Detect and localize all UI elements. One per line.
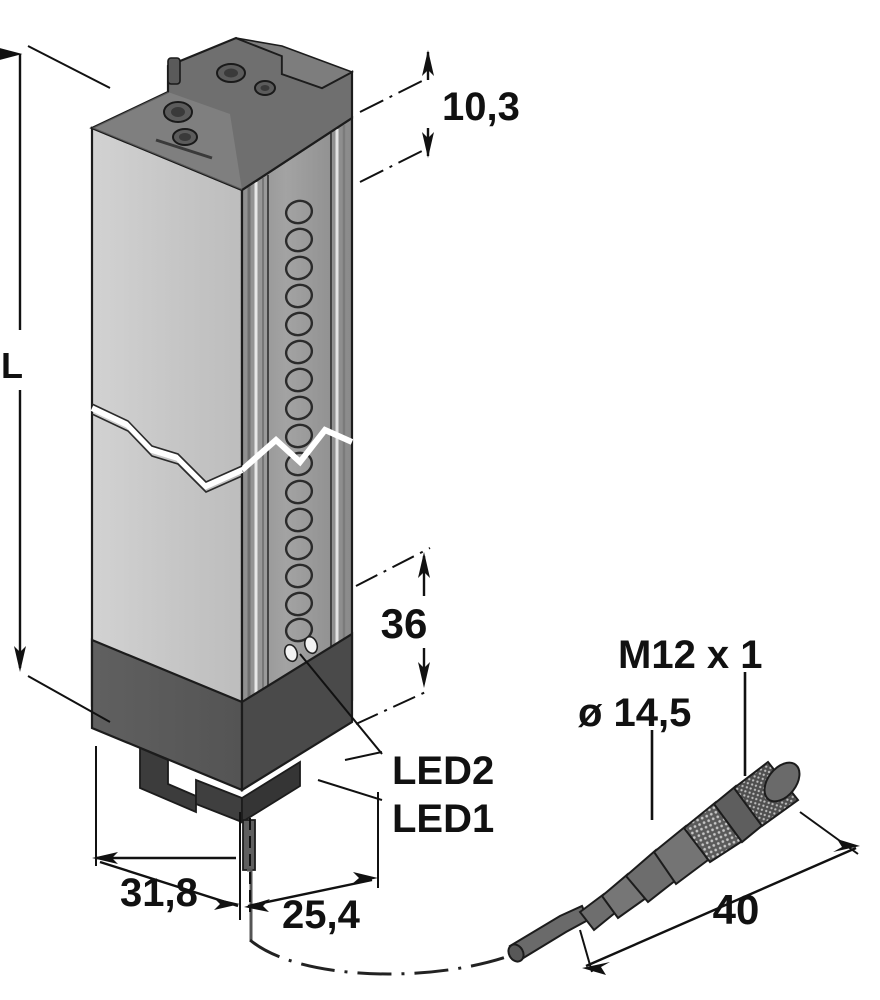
connector-diameter-label: ø 14,5 <box>578 691 691 735</box>
led-indicator-windows <box>283 635 319 663</box>
sensor-top-cap <box>89 36 354 192</box>
led1-window <box>303 635 319 655</box>
dimension-sensing-36 <box>355 547 431 725</box>
m12-connector <box>507 760 801 963</box>
sensor-side-face <box>240 115 354 770</box>
dimension-connector-40 <box>579 811 860 975</box>
break-line-outline <box>91 403 243 493</box>
connector-thread-label: M12 x 1 <box>618 633 763 677</box>
dimension-length-L <box>0 43 111 723</box>
connector-strain-relief <box>578 824 710 932</box>
cable-route-curve <box>249 938 521 976</box>
sensor-body <box>89 36 354 940</box>
mounting-screw-bosses <box>155 57 276 160</box>
dimension-label-connector-length: 40 <box>713 886 760 933</box>
connector-cable <box>507 904 590 963</box>
dimension-width-25-4 <box>244 792 379 912</box>
led2-window <box>283 643 299 663</box>
led2-callout-label: LED2 <box>392 749 494 793</box>
connector-front-collar <box>763 761 801 803</box>
dimension-depth-10-3 <box>359 50 434 183</box>
dimension-label-width-mounting: 25,4 <box>282 893 361 937</box>
lens-element-array <box>284 199 314 643</box>
dimension-label-sensing: 36 <box>381 600 428 647</box>
dimension-width-31-8 <box>92 746 241 920</box>
sensor-base-block <box>90 632 354 824</box>
break-line-symbol <box>90 405 354 490</box>
dimension-label-L: L <box>1 345 23 386</box>
led-callout-leaders <box>299 653 383 801</box>
led1-callout-label: LED1 <box>392 797 494 841</box>
connector-callout-leaders <box>650 672 747 820</box>
dimension-label-depth: 10,3 <box>442 85 520 129</box>
dimension-label-width-overall: 31,8 <box>120 871 198 915</box>
